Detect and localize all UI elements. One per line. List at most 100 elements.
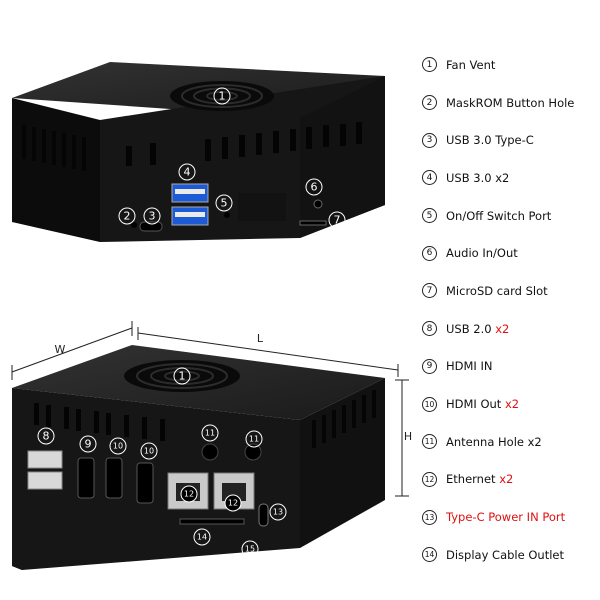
svg-text:10: 10 <box>144 447 154 456</box>
svg-text:11: 11 <box>249 435 259 444</box>
legend-number: 9 <box>422 358 437 374</box>
legend-number: 7 <box>422 283 437 299</box>
callout-maskrom: 2 <box>118 207 136 225</box>
legend-number: 11 <box>422 434 437 450</box>
antenna-hole-b <box>244 443 262 461</box>
callout-antenna-a: 11 <box>201 424 219 442</box>
legend-item: 4 USB 3.0 x2 <box>422 159 600 197</box>
case-right-face <box>300 76 385 238</box>
usb2-port-a <box>27 450 63 469</box>
legend-number: 8 <box>422 321 437 337</box>
callout-fan-top: 1 <box>213 87 231 105</box>
legend-item: 7 MicroSD card Slot <box>422 272 600 310</box>
callout-extra: 15 <box>241 540 259 558</box>
svg-text:2: 2 <box>124 210 131 223</box>
legend-label: HDMI IN <box>446 359 493 374</box>
legend-label: MicroSD card Slot <box>446 283 548 298</box>
callout-hdmi-out-b: 10 <box>140 442 158 460</box>
legend-item: 6 Audio In/Out <box>422 234 600 272</box>
callout-display: 14 <box>193 528 211 546</box>
svg-text:12: 12 <box>228 499 238 508</box>
antenna-hole-a <box>201 443 219 461</box>
case-left-face <box>12 98 100 242</box>
callout-antenna-b: 11 <box>245 430 263 448</box>
legend-label: USB 2.0 <box>446 321 492 336</box>
svg-text:15: 15 <box>245 545 255 554</box>
legend-number: 14 <box>422 547 437 563</box>
svg-text:6: 6 <box>311 181 318 194</box>
legend-item: 13 Type-C Power IN Port <box>422 498 600 536</box>
case-rear-view: 1 2 3 4 5 6 7 <box>12 62 385 242</box>
legend-item: 14 Display Cable Outlet <box>422 536 600 574</box>
dimension-lines <box>11 321 409 497</box>
display-cable-outlet <box>179 518 245 525</box>
legend-item: 8 USB 2.0 x2 <box>422 310 600 348</box>
callout-hdmi-out-a: 10 <box>109 437 127 455</box>
microsd-slot <box>299 220 327 226</box>
legend-label: On/Off Switch Port <box>446 208 552 223</box>
svg-text:9: 9 <box>85 438 92 451</box>
legend-number: 2 <box>422 95 437 111</box>
legend-label: Ethernet <box>446 472 496 487</box>
legend-label: Audio In/Out <box>446 246 518 261</box>
legend-number: 3 <box>422 132 437 148</box>
legend-number: 10 <box>422 396 437 412</box>
svg-text:10: 10 <box>113 442 123 451</box>
legend-suffix: x2 <box>499 472 514 487</box>
svg-text:14: 14 <box>197 533 207 542</box>
svg-text:11: 11 <box>205 429 215 438</box>
usb2-port-b <box>27 471 63 490</box>
legend-number: 12 <box>422 471 437 487</box>
legend-number: 5 <box>422 208 437 224</box>
svg-text:1: 1 <box>179 370 186 383</box>
legend-label: Type-C Power IN Port <box>446 510 566 525</box>
audio-jack <box>313 199 323 209</box>
dimension-length-label: L <box>257 332 264 345</box>
legend-label: Antenna Hole x2 <box>446 434 542 449</box>
callout-audio: 6 <box>305 178 323 196</box>
legend-label: USB 3.0 x2 <box>446 170 510 185</box>
legend-number: 4 <box>422 170 437 186</box>
callout-fan-front: 1 <box>173 367 191 385</box>
case-front-view: 1 8 9 10 10 11 11 12 12 13 14 15 <box>12 345 385 570</box>
callout-usb3: 4 <box>178 163 196 181</box>
legend-item: 9 HDMI IN <box>422 348 600 386</box>
dimension-width-label: W <box>55 343 66 356</box>
svg-text:3: 3 <box>149 210 156 223</box>
legend-item: 2 MaskROM Button Hole <box>422 84 600 122</box>
legend-label: USB 3.0 Type-C <box>446 133 534 148</box>
legend-item: 5 On/Off Switch Port <box>422 197 600 235</box>
legend-label: MaskROM Button Hole <box>446 95 575 110</box>
legend-label: HDMI Out <box>446 397 502 412</box>
legend-suffix: x2 <box>495 321 510 336</box>
usb-type-c-port <box>139 221 163 232</box>
legend-item: 1 Fan Vent <box>422 46 600 84</box>
hdmi-in-port <box>77 457 95 499</box>
legend-number: 1 <box>422 57 437 73</box>
dimension-height-label: H <box>404 430 412 443</box>
svg-text:7: 7 <box>334 214 341 227</box>
hdmi-out-port-b <box>136 462 154 504</box>
svg-text:5: 5 <box>221 197 228 210</box>
legend-item: 3 USB 3.0 Type-C <box>422 121 600 159</box>
legend-number: 13 <box>422 509 437 525</box>
callout-eth-b: 12 <box>224 494 242 512</box>
svg-text:1: 1 <box>219 90 226 103</box>
power-type-c-port <box>258 503 269 527</box>
svg-text:12: 12 <box>184 490 194 499</box>
fan-vent-front <box>124 360 240 392</box>
legend-label: Display Cable Outlet <box>446 547 564 562</box>
legend-item: 11 Antenna Hole x2 <box>422 423 600 461</box>
callout-sd: 7 <box>328 211 346 229</box>
legend-number: 6 <box>422 245 437 261</box>
callout-typec: 3 <box>143 207 161 225</box>
svg-text:13: 13 <box>273 508 283 517</box>
hdmi-out-port-a <box>105 457 123 499</box>
svg-text:8: 8 <box>43 430 50 443</box>
legend-label: Fan Vent <box>446 57 496 72</box>
svg-text:4: 4 <box>184 166 191 179</box>
legend-item: 12 Ethernet x2 <box>422 461 600 499</box>
callout-switch: 5 <box>215 194 233 212</box>
